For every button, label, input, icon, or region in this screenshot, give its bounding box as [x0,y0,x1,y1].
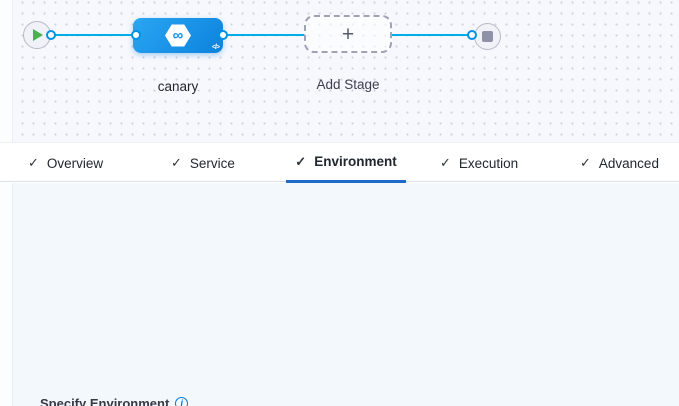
tab-label: Execution [459,156,518,171]
tab-label: Overview [47,156,103,171]
edge-start-to-stage [51,34,136,36]
check-icon: ✓ [171,155,182,171]
tab-label: Service [190,156,235,171]
connector-dot[interactable] [46,30,56,40]
add-stage-label: Add Stage [294,77,402,92]
plus-icon: + [342,24,354,45]
tab-advanced[interactable]: ✓ Advanced [580,143,659,183]
stage-node-canary[interactable]: ∞ </> [133,18,223,53]
specify-environment-label: Specify Environment i [40,396,188,406]
left-gutter [0,0,13,142]
check-icon: ✓ [440,155,451,171]
tab-label: Advanced [599,156,659,171]
edge-addstage-to-end [391,34,472,36]
check-icon: ✓ [295,154,306,170]
pipeline-end-node[interactable] [474,23,501,50]
pipeline-canvas[interactable]: ∞ </> canary + Add Stage [0,0,679,142]
environment-tab-content: Specify Environment i Σx ‹ Back Continue… [0,183,679,406]
specify-environment-text: Specify Environment [40,396,169,406]
cd-stage-icon: ∞ [165,24,191,47]
tab-label: Environment [314,154,397,169]
add-stage-button[interactable]: + [304,15,392,53]
info-icon[interactable]: i [175,397,188,406]
stage-tabbar: ✓ Overview ✓ Service ✓ Environment ✓ Exe… [0,142,679,182]
connector-dot[interactable] [467,30,477,40]
left-gutter [0,183,13,406]
edge-stage-to-addstage [223,34,305,36]
code-icon[interactable]: </> [212,44,219,51]
tab-overview[interactable]: ✓ Overview [28,143,103,183]
play-icon [33,29,43,41]
stage-name-label: canary [133,79,223,94]
connector-dot[interactable] [218,30,228,40]
tab-environment[interactable]: ✓ Environment [286,143,406,183]
tab-execution[interactable]: ✓ Execution [440,143,518,183]
check-icon: ✓ [580,155,591,171]
tab-service[interactable]: ✓ Service [171,143,235,183]
stop-icon [482,31,493,42]
check-icon: ✓ [28,155,39,171]
connector-dot[interactable] [131,30,141,40]
infinity-glyph: ∞ [173,28,184,43]
